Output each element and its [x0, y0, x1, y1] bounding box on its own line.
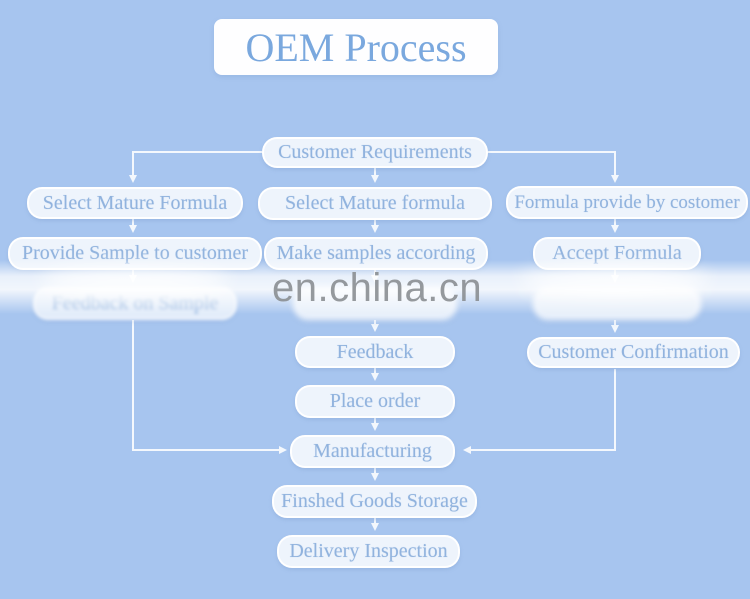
node-feedback: Feedback	[295, 336, 455, 368]
arrow-left-to-manufacturing	[132, 320, 287, 454]
watermark-text: en.china.cn	[272, 266, 483, 310]
node-manufacturing: Manufacturing	[290, 435, 455, 468]
page-title-text: OEM Process	[245, 24, 467, 70]
arrow-requirements-right	[488, 151, 619, 183]
page-title: OEM Process	[214, 19, 498, 75]
node-blurred-right	[533, 287, 701, 320]
node-select-mature-formula-left: Select Mature Formula	[27, 187, 243, 219]
arrow-requirements-left	[129, 151, 262, 183]
node-finshed-goods-storage: Finshed Goods Storage	[272, 485, 477, 518]
node-place-order: Place order	[295, 385, 455, 418]
node-provide-sample-to-customer: Provide Sample to customer	[8, 237, 262, 270]
node-accept-formula: Accept Formula	[533, 237, 701, 270]
node-customer-confirmation: Customer Confirmation	[527, 337, 740, 368]
node-formula-provide-by-costomer: Formula provide by costomer	[506, 186, 748, 219]
arrow-right-to-manufacturing	[463, 369, 616, 454]
node-select-mature-formula-mid: Select Mature formula	[258, 187, 492, 220]
node-feedback-on-sample-blurred: Feedback on Sample	[33, 287, 237, 320]
node-customer-requirements: Customer Requirements	[262, 137, 488, 168]
node-delivery-inspection: Delivery Inspection	[277, 535, 460, 568]
